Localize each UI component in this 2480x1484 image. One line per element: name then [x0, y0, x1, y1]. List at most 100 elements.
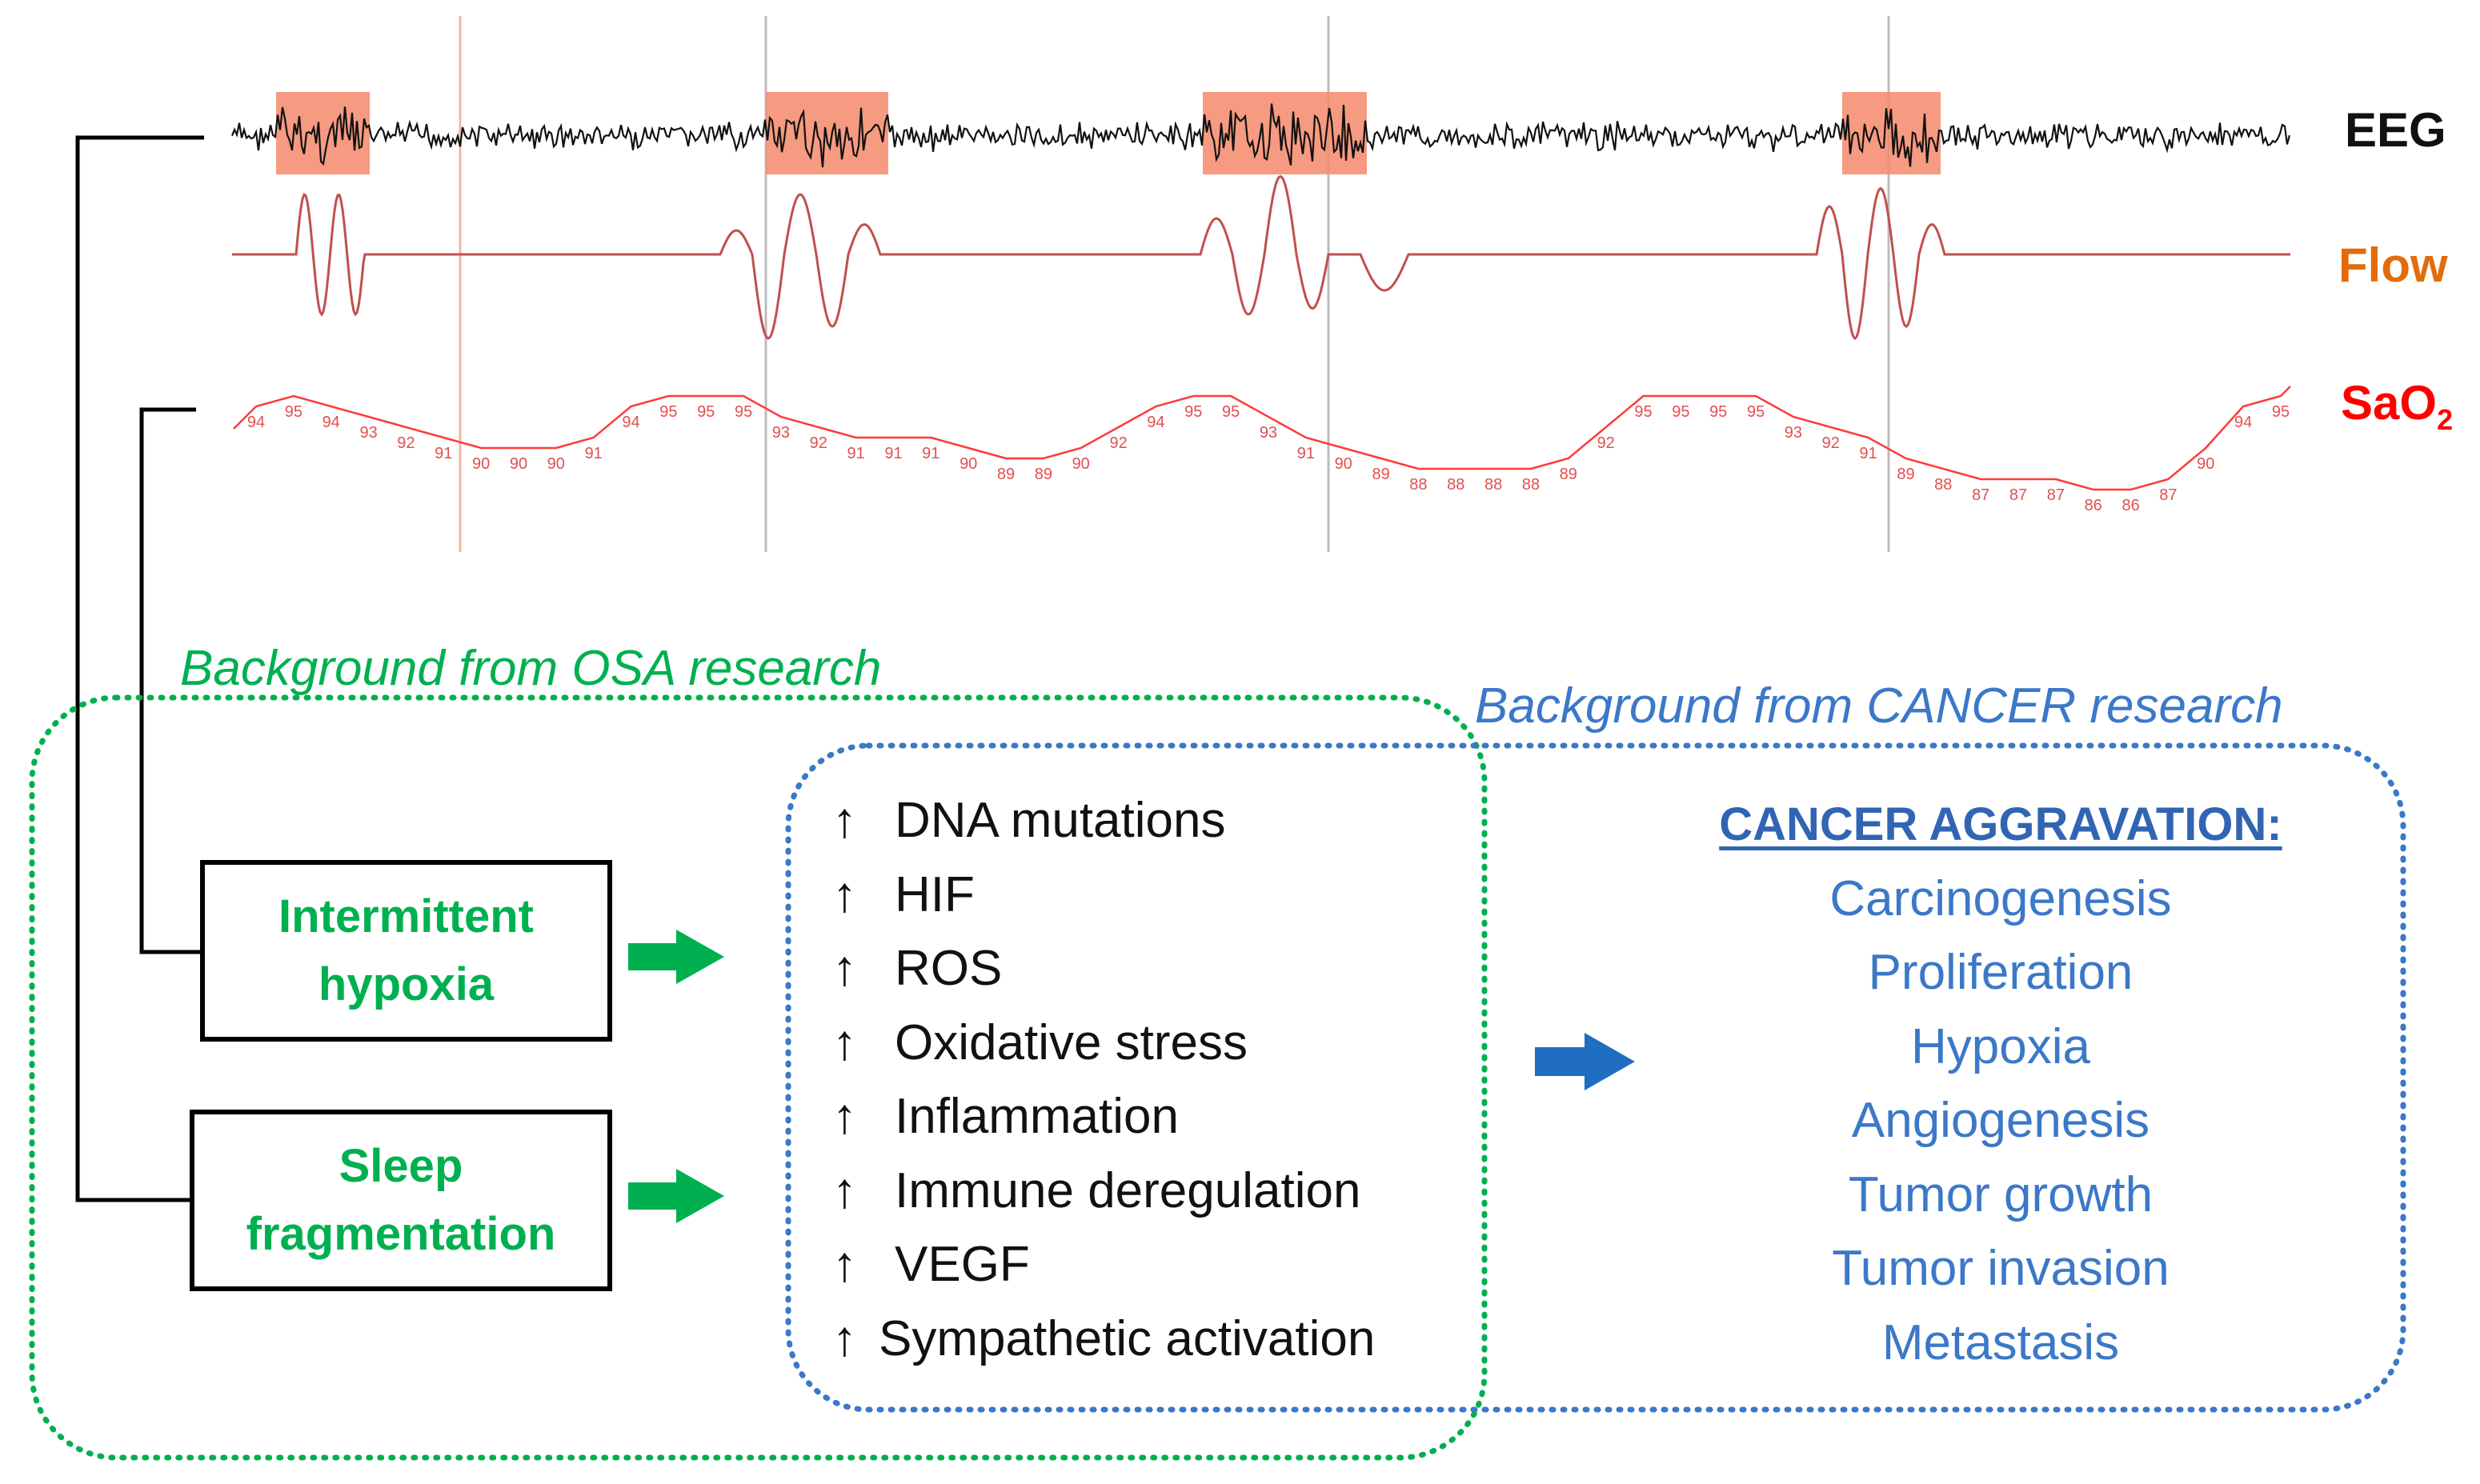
sao2-value-label: 92 [1597, 434, 1615, 452]
sao2-value-label: 89 [997, 466, 1015, 483]
sao2-trace [233, 386, 2291, 491]
sao2-value-label: 89 [1035, 466, 1052, 483]
sleep-fragmentation-box: Sleep fragmentation [190, 1110, 612, 1291]
green-arrow [628, 1169, 724, 1223]
outcome-item: Proliferation [1868, 945, 2133, 1001]
sao2-value-label: 95 [1672, 403, 1689, 421]
sao2-value-label: 87 [2009, 486, 2027, 504]
outcome-item: Hypoxia [1911, 1018, 2090, 1074]
sao2-value-label: 87 [2159, 486, 2177, 504]
sao2-value-label: 91 [1297, 445, 1315, 462]
sao2-value-label: 95 [1184, 403, 1202, 421]
sao2-value-label: 86 [2085, 497, 2102, 514]
cancer-region-title: Background from CANCER research [1475, 678, 2283, 734]
osa-research-region [29, 694, 1488, 1461]
sao2-value-label: 95 [1747, 403, 1765, 421]
outcome-item: Carcinogenesis [1829, 870, 2172, 926]
effect-item: ↑Oxidative stress [832, 1006, 1375, 1081]
cause-line-1: Intermittent [278, 890, 534, 943]
sao2-value-label: 90 [2197, 455, 2214, 473]
sao2-value-label: 90 [960, 455, 977, 473]
outcome-item: Tumor growth [1848, 1166, 2153, 1222]
cancer-aggravation-panel: CANCER AGGRAVATION: Carcinogenesis Proli… [1705, 788, 2297, 1380]
outcome-item: Metastasis [1881, 1314, 2120, 1370]
sao2-to-hypoxia-connector [139, 407, 200, 954]
effect-item: ↑ Inflammation [832, 1080, 1375, 1154]
eeg-trace [230, 103, 2291, 168]
sao2-values: 94 95 94 93 92 91 90 90 90 91 94 95 95 95 93 92 91 91 91 90… [247, 403, 2290, 514]
sao2-value-label: 92 [1822, 434, 1840, 452]
up-arrow-icon: ↑ [832, 1089, 857, 1144]
sao2-value-label: 92 [810, 434, 827, 452]
sao2-value-label: 91 [922, 445, 940, 462]
sao2-value-label: 89 [1372, 466, 1389, 483]
sao2-value-label: 88 [1934, 476, 1952, 494]
eeg-label: EEG [2345, 103, 2446, 157]
sao2-value-label: 89 [1897, 466, 1914, 483]
sao2-value-label: 91 [585, 445, 603, 462]
sao2-value-label: 88 [1409, 476, 1427, 494]
sao2-value-label: 88 [1447, 476, 1464, 494]
outcome-item: Angiogenesis [1851, 1093, 2150, 1149]
sao2-value-label: 91 [435, 445, 452, 462]
sao2-value-label: 95 [1222, 403, 1240, 421]
sao2-value-label: 94 [2234, 414, 2252, 431]
sao2-value-label: 93 [359, 424, 377, 442]
sao2-value-label: 95 [735, 403, 752, 421]
effect-item: ↑ VEGF [832, 1228, 1375, 1302]
eeg-to-fragmentation-connector [75, 135, 204, 1202]
cause-line-1: Sleep [339, 1140, 463, 1193]
up-arrow-icon: ↑ [832, 1237, 857, 1292]
effect-label: ROS [895, 941, 1003, 996]
sao2-value-label: 91 [1859, 445, 1877, 462]
flow-label: Flow [2338, 238, 2448, 292]
sao2-value-label: 90 [472, 455, 490, 473]
effect-label: HIF [895, 866, 975, 922]
green-arrow [628, 930, 724, 984]
effect-item: ↑ HIF [832, 858, 1375, 933]
cause-line-2: hypoxia [318, 958, 495, 1010]
effect-label: Inflammation [895, 1089, 1179, 1144]
sao2-value-label: 89 [1560, 466, 1577, 483]
sao2-value-label: 95 [697, 403, 715, 421]
sao2-value-label: 90 [547, 455, 565, 473]
flow-trace [232, 174, 2290, 341]
sao2-value-label: 87 [2047, 486, 2065, 504]
effects-list: ↑ DNA mutations ↑ HIF ↑ ROS ↑Oxidative stre… [832, 784, 1375, 1376]
osa-region-title: Background from OSA research [180, 641, 882, 696]
effect-label: Immune deregulation [895, 1162, 1361, 1218]
effect-item: ↑ Sympathetic activation [832, 1302, 1375, 1377]
sao2-value-label: 88 [1484, 476, 1502, 494]
sao2-value-label: 95 [1634, 403, 1652, 421]
sao2-value-label: 90 [1072, 455, 1090, 473]
effect-label: Sympathetic activation [879, 1310, 1376, 1366]
sao2-value-label: 91 [847, 445, 864, 462]
effect-item: ↑ DNA mutations [832, 784, 1375, 858]
up-arrow-icon: ↑ [832, 1014, 857, 1070]
sao2-value-label: 87 [1972, 486, 1989, 504]
sao2-value-label: 90 [510, 455, 527, 473]
sao2-label: SaO2 [2341, 379, 2453, 434]
sao2-value-label: 94 [1147, 414, 1164, 431]
sao2-value-label: 95 [1709, 403, 1727, 421]
effect-label: VEGF [895, 1237, 1030, 1292]
intermittent-hypoxia-box: Intermittent hypoxia [200, 860, 612, 1042]
sao2-value-label: 91 [884, 445, 902, 462]
sao2-value-label: 93 [1785, 424, 1802, 442]
sao2-value-label: 86 [2121, 497, 2139, 514]
sao2-value-label: 95 [659, 403, 677, 421]
sao2-value-label: 93 [772, 424, 790, 442]
sao2-value-label: 94 [622, 414, 639, 431]
sao2-value-label: 90 [1335, 455, 1352, 473]
sao2-value-label: 92 [1109, 434, 1127, 452]
up-arrow-icon: ↑ [832, 866, 857, 922]
sao2-value-label: 94 [323, 414, 340, 431]
effect-item: ↑Immune deregulation [832, 1154, 1375, 1229]
sao2-value-label: 88 [1522, 476, 1540, 494]
effect-label: DNA mutations [895, 793, 1226, 848]
arousal-highlights [276, 92, 1941, 174]
up-arrow-icon: ↑ [832, 793, 857, 848]
up-arrow-icon: ↑ [832, 1310, 857, 1366]
outcome-item: Tumor invasion [1832, 1241, 2169, 1297]
